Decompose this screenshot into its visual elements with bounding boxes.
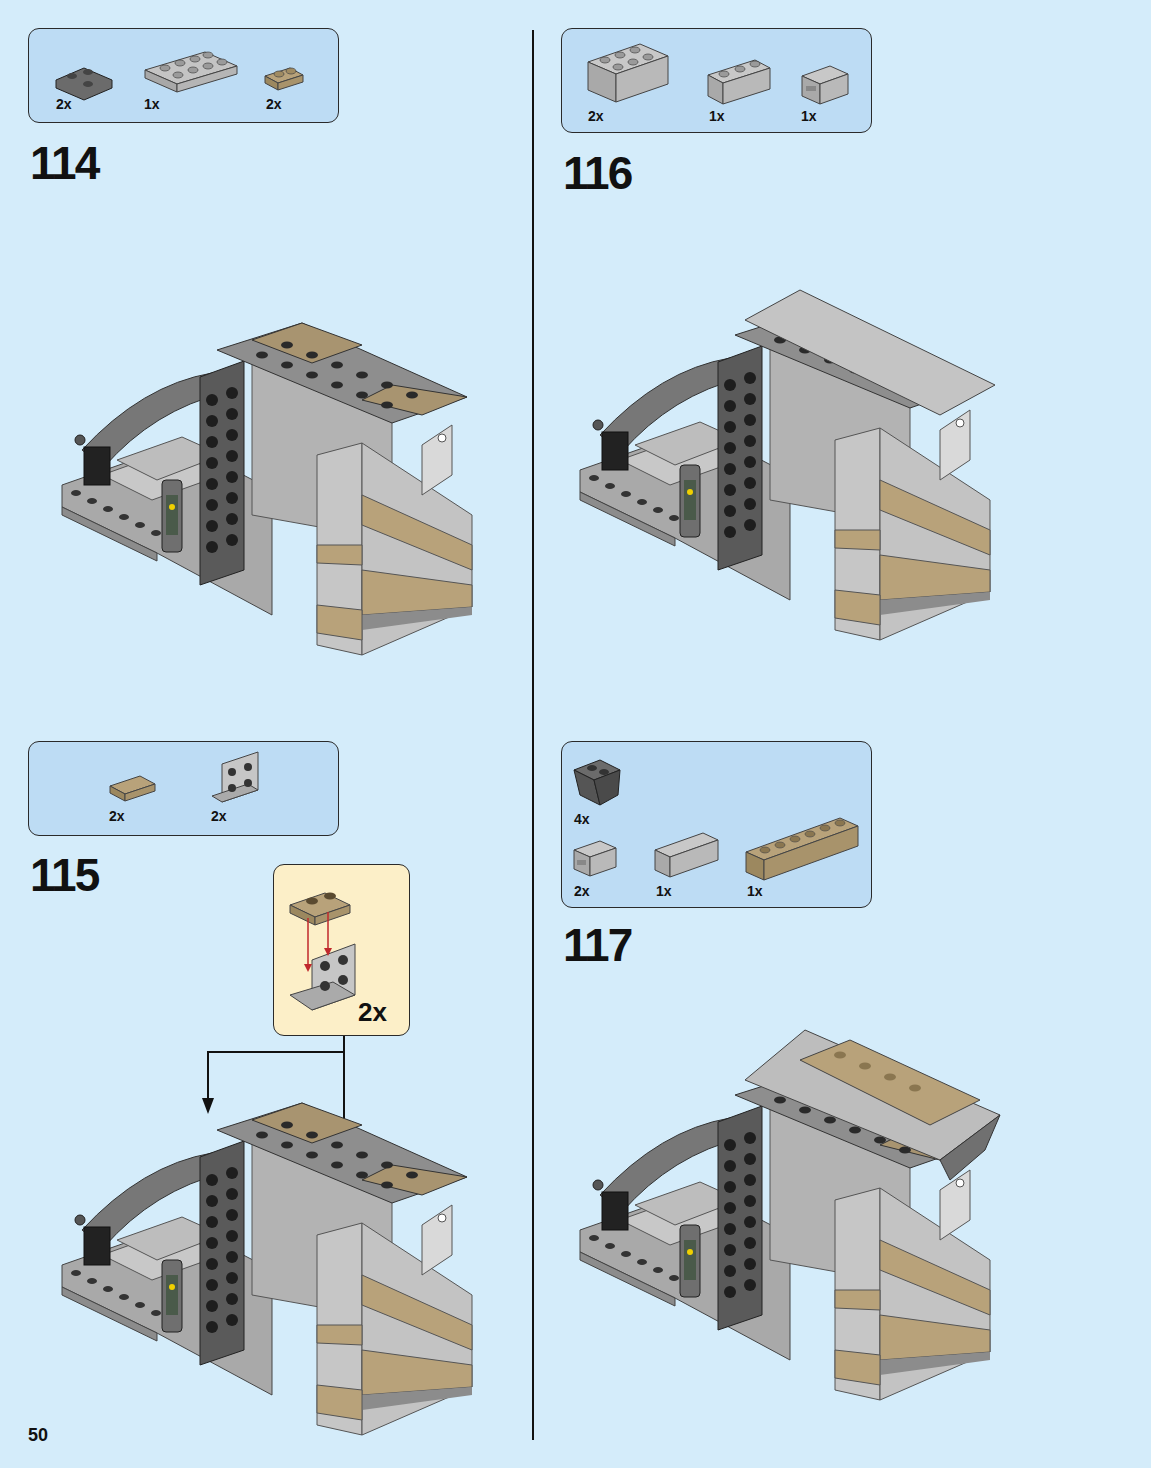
parts-panel: 2x 1x 1x <box>561 28 872 133</box>
model-117-top <box>745 1030 1000 1180</box>
divider <box>532 30 534 1440</box>
step-number: 116 <box>563 150 631 196</box>
part-quantity: 2x <box>56 97 72 111</box>
parts-116 <box>588 44 848 104</box>
part-quantity: 2x <box>358 999 387 1025</box>
part-quantity: 4x <box>574 812 590 826</box>
part-quantity: 2x <box>588 109 604 123</box>
parts-panel: 2x 2x <box>28 741 339 836</box>
parts-117 <box>574 760 858 880</box>
part-quantity: 1x <box>656 884 672 898</box>
step-number: 114 <box>30 140 98 186</box>
model-114 <box>62 323 472 655</box>
model-115 <box>62 1103 472 1435</box>
page-number: 50 <box>28 1426 48 1444</box>
arrowhead <box>338 1153 350 1169</box>
callout-box: 2x <box>273 864 410 1036</box>
part-quantity: 1x <box>747 884 763 898</box>
parts-panel: 2x 1x 2x <box>28 28 339 123</box>
part-quantity: 2x <box>266 97 282 111</box>
model-116 <box>580 308 990 640</box>
part-quantity: 2x <box>211 809 227 823</box>
parts-panel: 4x 2x 1x 1x <box>561 741 872 908</box>
step-number: 115 <box>30 852 98 898</box>
model-117 <box>580 1068 990 1400</box>
model-116-top <box>745 290 995 415</box>
part-quantity: 1x <box>144 97 160 111</box>
step-number: 117 <box>563 922 631 968</box>
part-quantity: 2x <box>574 884 590 898</box>
leader-arrows <box>208 1036 344 1155</box>
arrowhead <box>202 1098 214 1114</box>
part-quantity: 1x <box>709 109 725 123</box>
parts-114 <box>56 52 303 100</box>
parts-115 <box>110 752 258 802</box>
part-quantity: 1x <box>801 109 817 123</box>
part-quantity: 2x <box>109 809 125 823</box>
subassembly <box>290 893 355 1011</box>
